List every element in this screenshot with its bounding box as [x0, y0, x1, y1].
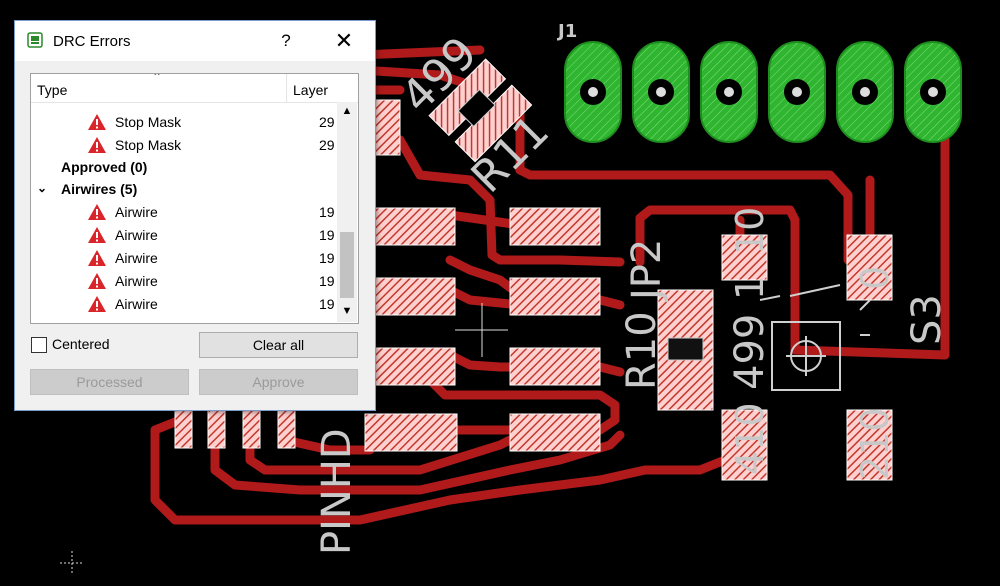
list-header: ⌃ Type Layer	[31, 74, 358, 103]
group-label: Airwires (5)	[61, 181, 138, 197]
centered-label[interactable]: Centered	[52, 336, 110, 352]
scroll-thumb[interactable]	[340, 232, 354, 298]
list-item-airwire[interactable]: Airwire 19	[31, 270, 337, 293]
label-499-vertical: 499	[727, 314, 773, 390]
list-item-label: Airwire	[115, 250, 158, 266]
list-item-airwire[interactable]: Airwire 19	[31, 247, 337, 270]
list-item-airwire[interactable]: Airwire 19	[31, 293, 337, 316]
approve-button[interactable]: Approve	[199, 369, 358, 395]
list-item-layer: 19	[319, 296, 335, 312]
warning-icon	[88, 204, 106, 220]
list-item-layer: 19	[319, 204, 335, 220]
help-button[interactable]: ?	[281, 31, 291, 50]
group-airwires[interactable]: ⌄ Airwires (5)	[31, 178, 337, 201]
drc-errors-dialog: DRC Errors ? ✕ ⌃ Type Layer Stop Mask 29…	[14, 20, 376, 411]
warning-icon	[88, 227, 106, 243]
list-item-label: Airwire	[115, 227, 158, 243]
column-header-layer[interactable]: Layer	[293, 82, 329, 98]
list-item-airwire[interactable]: Airwire 19	[31, 201, 337, 224]
close-button[interactable]: ✕	[334, 28, 354, 53]
component-r11-body	[457, 88, 496, 128]
label-r10: R10	[619, 311, 665, 390]
drc-app-icon	[27, 32, 43, 48]
list-item-stop-mask[interactable]: Stop Mask 29	[31, 134, 337, 157]
column-separator[interactable]	[286, 74, 287, 102]
centered-checkbox[interactable]	[31, 337, 47, 353]
warning-icon	[88, 137, 106, 153]
switch-s3-outline	[759, 284, 871, 391]
warning-icon	[88, 250, 106, 266]
scroll-down-icon[interactable]: ▼	[341, 305, 353, 317]
list-item-label: Airwire	[115, 296, 158, 312]
list-item-label: Airwire	[115, 204, 158, 220]
connector-j1	[564, 41, 962, 143]
label-pinhd: PINHD	[314, 428, 360, 555]
list-item-label: Stop Mask	[115, 137, 182, 153]
list-item-layer: 19	[319, 250, 335, 266]
chevron-down-icon[interactable]: ⌄	[37, 181, 48, 195]
dialog-titlebar[interactable]: DRC Errors ? ✕	[15, 21, 375, 61]
column-header-type[interactable]: Type	[37, 82, 68, 98]
component-body	[667, 337, 704, 361]
dialog-title: DRC Errors	[53, 33, 131, 50]
label-410: 410	[728, 402, 772, 475]
group-label: Approved (0)	[61, 159, 148, 175]
label-1: 1	[728, 276, 772, 300]
scroll-up-icon[interactable]: ▲	[341, 105, 353, 117]
list-scrollbar[interactable]: ▲ ▼	[337, 102, 357, 322]
list-item-stop-mask[interactable]: Stop Mask 29	[31, 111, 337, 134]
sort-caret-icon: ⌃	[152, 73, 163, 84]
warning-icon	[88, 296, 106, 312]
warning-icon	[88, 114, 106, 130]
origin-crosshair	[60, 303, 508, 575]
processed-button[interactable]: Processed	[30, 369, 189, 395]
list-item-label: Stop Mask	[115, 114, 182, 130]
label-j1: J1	[556, 21, 577, 42]
group-approved[interactable]: Approved (0)	[31, 156, 337, 179]
label-210: 210	[853, 407, 897, 480]
list-item-layer: 19	[319, 273, 335, 289]
list-item-airwire[interactable]: Airwire 19	[31, 224, 337, 247]
label-jp2: JP2	[624, 239, 670, 303]
list-item-layer: 29	[319, 114, 335, 130]
list-item-layer: 19	[319, 227, 335, 243]
warning-icon	[88, 273, 106, 289]
list-item-label: Airwire	[115, 273, 158, 289]
label-0: 0	[853, 266, 897, 290]
clear-all-button[interactable]: Clear all	[199, 332, 358, 358]
label-10: 10	[728, 207, 772, 255]
label-s3: S3	[904, 294, 950, 345]
list-item-layer: 29	[319, 137, 335, 153]
drc-error-list[interactable]: ⌃ Type Layer Stop Mask 29 Stop Mask 29 A…	[30, 73, 359, 324]
